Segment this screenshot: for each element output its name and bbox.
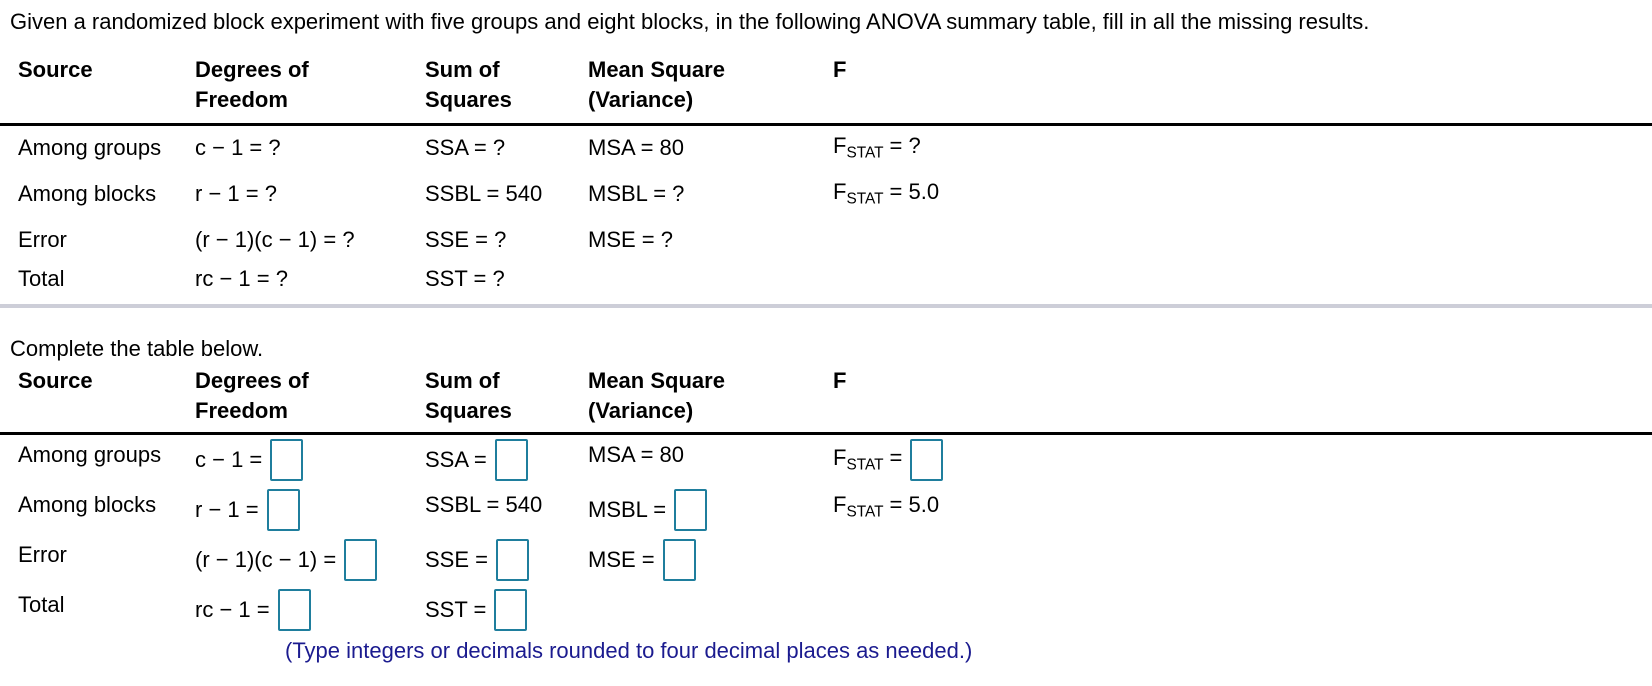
ms-label: MSE = <box>588 547 655 572</box>
column-header-mean-square: Mean Square(Variance) <box>588 368 725 423</box>
ss-label: SSA = <box>425 447 487 472</box>
ss-cell: SSA = <box>425 439 588 481</box>
error-sse-input[interactable] <box>495 539 529 581</box>
summary-header-rule <box>0 123 1652 126</box>
summary-row-error: Error (r − 1)(c − 1) = ? SSE = ? MSE = ? <box>0 218 1652 262</box>
df-label: r − 1 = <box>195 497 259 522</box>
summary-row-among-blocks: Among blocks r − 1 = ? SSBL = 540 MSBL =… <box>0 170 1652 218</box>
entry-row-error: Error (r − 1)(c − 1) = SSE = MSE = <box>0 535 1652 585</box>
ss-cell: SSE = <box>425 539 588 581</box>
among-groups-df-input[interactable] <box>270 439 304 481</box>
total-df-input[interactable] <box>277 589 311 631</box>
summary-row-among-groups: Among groups c − 1 = ? SSA = ? MSA = 80 … <box>0 126 1652 170</box>
ss-cell: SST = ? <box>425 266 505 291</box>
df-cell: c − 1 = <box>195 439 425 481</box>
ms-cell: MSA = 80 <box>588 135 685 160</box>
entry-header-rule <box>0 432 1652 435</box>
problem-statement: Given a randomized block experiment with… <box>10 9 1370 34</box>
source-cell: Error <box>18 542 67 567</box>
df-cell: (r − 1)(c − 1) = <box>195 539 425 581</box>
entry-row-among-groups: Among groups c − 1 = SSA = MSA = 80 FSTA… <box>0 435 1652 485</box>
df-cell: rc − 1 = <box>195 589 425 631</box>
source-cell: Error <box>18 227 67 252</box>
df-cell: (r − 1)(c − 1) = ? <box>195 227 355 252</box>
df-cell: r − 1 = ? <box>195 181 277 206</box>
section-divider <box>0 304 1652 308</box>
ss-cell: SSE = ? <box>425 227 507 252</box>
df-cell: r − 1 = <box>195 489 425 531</box>
ss-cell: SSBL = 540 <box>425 492 543 517</box>
entry-row-among-blocks: Among blocks r − 1 = SSBL = 540 MSBL = F… <box>0 485 1652 535</box>
error-df-input[interactable] <box>344 539 378 581</box>
ms-label: MSBL = <box>588 497 667 522</box>
f-cell: FSTAT= ? <box>833 133 1652 163</box>
ss-label: SST = <box>425 597 487 622</box>
df-label: c − 1 = <box>195 447 263 472</box>
df-label: (r − 1)(c − 1) = <box>195 547 337 572</box>
column-header-source: Source <box>18 368 93 393</box>
ms-cell: MSBL = <box>588 489 833 531</box>
fstat-expression: FSTAT= 5.0 <box>833 179 940 208</box>
ss-cell: SSA = ? <box>425 135 506 160</box>
df-cell: c − 1 = ? <box>195 135 281 160</box>
ms-cell: MSBL = ? <box>588 181 685 206</box>
f-cell: FSTAT= 5.0 <box>833 179 1652 209</box>
among-blocks-msbl-input[interactable] <box>674 489 708 531</box>
entry-row-total: Total rc − 1 = SST = <box>0 585 1652 635</box>
ms-cell: MSE = <box>588 539 833 581</box>
among-blocks-df-input[interactable] <box>266 489 300 531</box>
source-cell: Among blocks <box>18 492 157 517</box>
fstat-expression: FSTAT= ? <box>833 133 921 162</box>
df-cell: rc − 1 = ? <box>195 266 288 291</box>
column-header-f: F <box>833 57 847 82</box>
instruction-note: (Type integers or decimals rounded to fo… <box>285 638 973 663</box>
among-groups-fstat-input[interactable] <box>910 439 944 481</box>
source-cell: Among groups <box>18 135 162 160</box>
column-header-f: F <box>833 368 847 393</box>
f-cell: FSTAT= <box>833 439 1652 481</box>
ms-cell: MSE = ? <box>588 227 673 252</box>
ms-cell: MSA = 80 <box>588 442 685 467</box>
error-mse-input[interactable] <box>662 539 696 581</box>
source-cell: Among blocks <box>18 181 157 206</box>
source-cell: Total <box>18 592 65 617</box>
source-cell: Among groups <box>18 442 162 467</box>
column-header-source: Source <box>18 57 93 82</box>
ss-cell: SSBL = 540 <box>425 181 543 206</box>
column-header-mean-square: Mean Square(Variance) <box>588 57 725 112</box>
ss-cell: SST = <box>425 589 588 631</box>
summary-row-total: Total rc − 1 = ? SST = ? <box>0 262 1652 296</box>
complete-table-prompt: Complete the table below. <box>10 336 264 361</box>
total-sst-input[interactable] <box>494 589 528 631</box>
fstat-expression: FSTAT= <box>833 445 903 474</box>
fstat-expression: FSTAT= 5.0 <box>833 492 940 521</box>
df-label: rc − 1 = <box>195 597 270 622</box>
among-groups-ssa-input[interactable] <box>494 439 528 481</box>
source-cell: Total <box>18 266 65 291</box>
ss-label: SSE = <box>425 547 488 572</box>
f-cell: FSTAT= 5.0 <box>833 485 1652 522</box>
